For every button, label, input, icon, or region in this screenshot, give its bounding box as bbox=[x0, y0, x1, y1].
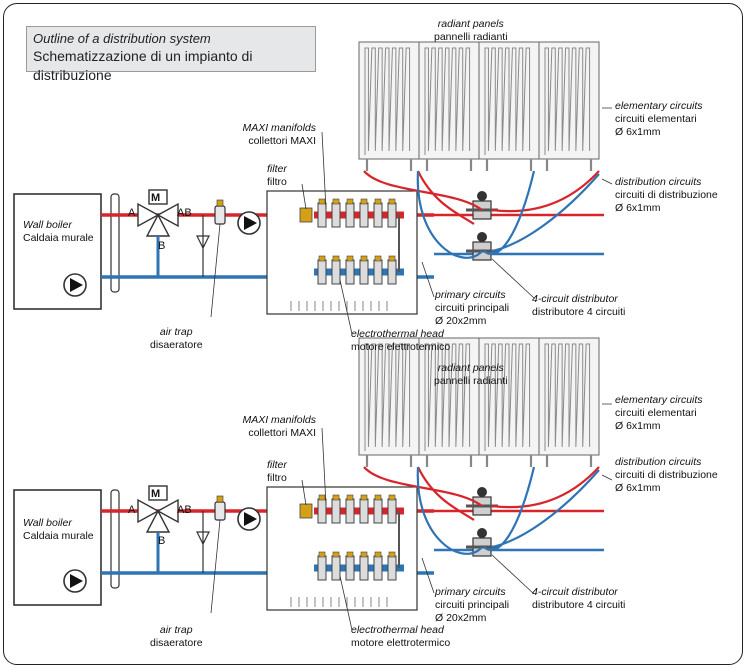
distribution-diagram bbox=[13, 41, 613, 631]
manifold-outlet bbox=[331, 498, 341, 524]
hydraulic-section-2 bbox=[13, 337, 613, 631]
valve-port-ab-2: AB bbox=[177, 504, 192, 516]
three-way-mixing-valve-icon bbox=[137, 498, 160, 524]
manifold-outlet bbox=[359, 202, 369, 228]
air-trap-icon bbox=[214, 205, 226, 225]
title-italian: Schematizzazione di un impianto di distr… bbox=[33, 48, 253, 83]
manifold-outlet bbox=[387, 498, 397, 524]
manifold-outlet bbox=[387, 555, 397, 581]
wall-boiler-box bbox=[13, 193, 102, 310]
manifold-outlet bbox=[331, 555, 341, 581]
manifold-outlet bbox=[317, 555, 327, 581]
manifold-outlet bbox=[387, 259, 397, 285]
elementary-circuit-coil bbox=[484, 47, 531, 155]
diagram-frame: Outline of a distribution system Schemat… bbox=[3, 3, 743, 665]
hydraulic-separator bbox=[110, 193, 120, 293]
manifold-outlet bbox=[345, 259, 355, 285]
manifold-outlet bbox=[359, 259, 369, 285]
title-box: Outline of a distribution system Schemat… bbox=[26, 26, 316, 83]
leader-lines bbox=[210, 107, 613, 335]
distribution-circuit-red bbox=[363, 466, 600, 521]
valve-motor-label-1: M bbox=[151, 192, 161, 204]
distribution-circuit-blue bbox=[416, 170, 600, 259]
elementary-circuit-coil bbox=[364, 343, 411, 451]
elementary-circuit-coil bbox=[484, 343, 531, 451]
elementary-circuit-coil bbox=[424, 47, 471, 155]
valve-port-ab-1: AB bbox=[177, 207, 192, 219]
wall-boiler-box bbox=[13, 489, 102, 606]
valve-port-b-1: B bbox=[158, 240, 166, 252]
elementary-circuit-coil bbox=[544, 343, 591, 451]
leader-lines bbox=[210, 403, 613, 631]
manifold-outlet bbox=[359, 498, 369, 524]
valve-actuator bbox=[148, 189, 168, 205]
manifold-outlet bbox=[331, 259, 341, 285]
valve-port-a-2: A bbox=[128, 504, 136, 516]
manifold-outlet bbox=[345, 202, 355, 228]
elementary-circuit-coil bbox=[424, 343, 471, 451]
manifold-outlet bbox=[373, 498, 383, 524]
distribution-circuit-red bbox=[363, 170, 600, 225]
air-trap-icon bbox=[214, 501, 226, 521]
distribution-circuit-blue bbox=[416, 466, 600, 555]
manifold-outlet bbox=[317, 498, 327, 524]
hydraulic-section-1 bbox=[13, 41, 613, 335]
manifold-outlet bbox=[317, 202, 327, 228]
valve-actuator bbox=[148, 485, 168, 501]
valve-motor-label-2: M bbox=[151, 488, 161, 500]
elementary-circuit-coil bbox=[364, 47, 411, 155]
manifold-outlet bbox=[387, 202, 397, 228]
filter-icon bbox=[299, 207, 313, 223]
hydraulic-separator bbox=[110, 489, 120, 589]
elementary-circuit-coil bbox=[544, 47, 591, 155]
manifold-outlet bbox=[373, 555, 383, 581]
three-way-mixing-valve-icon bbox=[137, 202, 160, 228]
manifold-outlet bbox=[317, 259, 327, 285]
valve-port-a-1: A bbox=[128, 207, 136, 219]
manifold-outlet bbox=[359, 555, 369, 581]
manifold-outlet bbox=[345, 498, 355, 524]
valve-port-b-2: B bbox=[158, 535, 166, 547]
manifold-outlet bbox=[345, 555, 355, 581]
manifold-outlet bbox=[373, 202, 383, 228]
title-english: Outline of a distribution system bbox=[33, 31, 211, 46]
filter-icon bbox=[299, 503, 313, 519]
manifold-outlet bbox=[373, 259, 383, 285]
manifold-outlet bbox=[331, 202, 341, 228]
